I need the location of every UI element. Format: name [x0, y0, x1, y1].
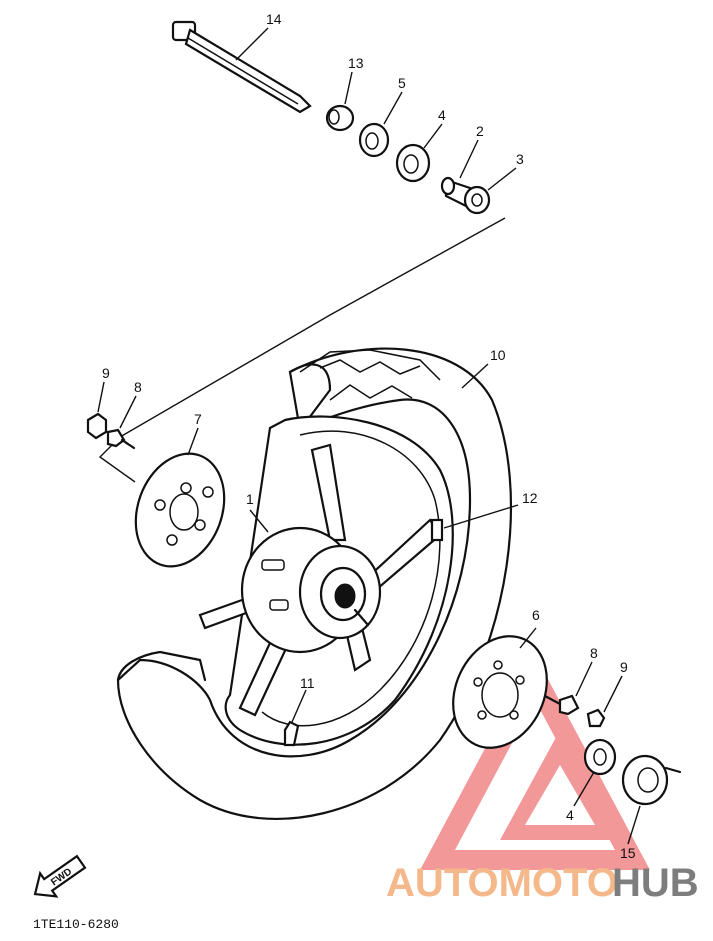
callout-8a: 8: [134, 379, 142, 395]
callout-3: 3: [516, 151, 524, 167]
gear-unit: [621, 754, 682, 806]
bearing-lower: [583, 738, 617, 776]
tire: [116, 347, 513, 820]
watermark-logo: [420, 655, 650, 870]
brake-disc-right: [452, 635, 548, 749]
watermark-part2: HUB: [612, 861, 699, 905]
callout-12: 12: [522, 490, 538, 506]
cast-wheel: [198, 415, 454, 746]
spacer-flange: [463, 185, 491, 215]
axle: [171, 20, 312, 114]
oil-seal: [358, 122, 390, 158]
callout-9b: 9: [620, 659, 628, 675]
collar: [325, 104, 355, 132]
callout-4a: 4: [438, 107, 446, 123]
watermark-text: AUTOMOTO HUB: [386, 861, 699, 905]
forward-arrow: FWD: [33, 854, 87, 898]
callout-5: 5: [398, 75, 406, 91]
callout-8b: 8: [590, 645, 598, 661]
callout-11: 11: [300, 675, 315, 691]
callout-2: 2: [476, 123, 484, 139]
bolt-left: [106, 428, 136, 450]
callout-4b: 4: [566, 807, 574, 823]
nut-right: [586, 708, 606, 728]
diagram-code: 1TE110-6280: [33, 917, 119, 932]
brake-disc-left: [134, 452, 226, 568]
valve: [283, 720, 300, 747]
callout-6: 6: [532, 607, 540, 623]
bolt-right: [543, 694, 580, 716]
watermark-part1: AUTOMOTO: [386, 861, 618, 905]
callout-7: 7: [194, 411, 202, 427]
nut-left: [86, 412, 108, 440]
callout-13: 13: [348, 55, 364, 71]
balance-weight: [430, 518, 444, 542]
bearing-upper: [395, 143, 431, 183]
callout-14: 14: [266, 11, 282, 27]
callout-1: 1: [246, 491, 254, 507]
callout-9a: 9: [102, 365, 110, 381]
callout-15: 15: [620, 845, 636, 861]
callout-10: 10: [490, 347, 506, 363]
